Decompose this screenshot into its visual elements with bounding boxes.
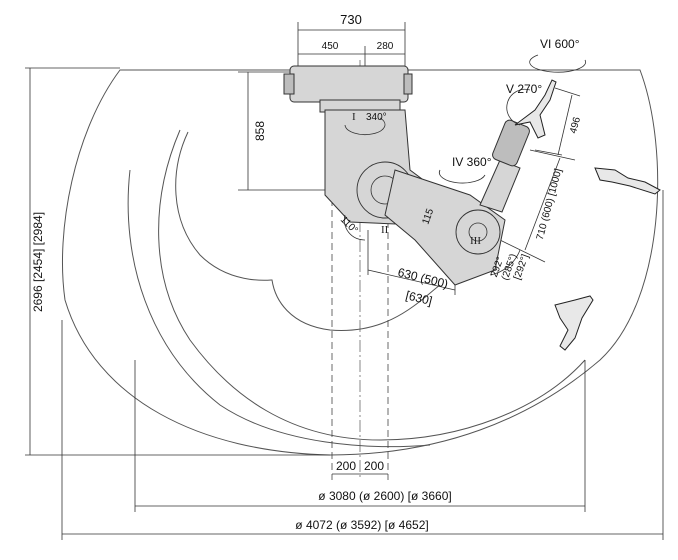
- base-cap-right: [403, 73, 413, 95]
- axis5-arc: [506, 88, 531, 126]
- forearm: [479, 159, 521, 213]
- inner-envelope: [158, 129, 586, 441]
- axis3-angle-label: 115: [420, 207, 436, 226]
- tool-offset-label: 496: [568, 115, 583, 134]
- inner-diameter-label: ø 3080 (ø 2600) [ø 3660]: [318, 489, 451, 503]
- axis4-label: IV 360°: [452, 155, 492, 169]
- vertical-offset-label: 858: [253, 121, 267, 141]
- elbow-hub: [468, 222, 488, 242]
- wrist-housing: [492, 119, 530, 167]
- top-width-label: 730: [340, 12, 362, 27]
- reach-height-label: 2696 [2454] [2984]: [31, 212, 45, 312]
- axis6-label: VI 600°: [540, 37, 580, 51]
- axis2-arc: [344, 214, 366, 241]
- center-right-label: 200: [364, 459, 384, 473]
- work-envelope: [62, 69, 659, 456]
- axis4-arc: [439, 169, 486, 184]
- axis2-label: II: [381, 224, 389, 236]
- center-left-label: 200: [336, 459, 356, 473]
- axis3-label: III: [470, 235, 481, 247]
- rotation-arcs: [344, 54, 586, 276]
- wrist-length-label: 710 (600) [1000]: [535, 167, 565, 241]
- end-effector: [514, 79, 557, 139]
- axis1-label: I: [352, 111, 356, 123]
- mid-envelope: [127, 169, 431, 448]
- axis1-angle-label: 340°: [366, 112, 387, 123]
- outer-diameter-label: ø 4072 (ø 3592) [ø 4652]: [295, 518, 428, 532]
- base-cap-left: [283, 73, 295, 95]
- tool-pose-low: [554, 295, 594, 351]
- axis1-arc: [344, 117, 386, 135]
- link-2: [384, 169, 506, 286]
- dimension-lines: [25, 22, 664, 540]
- outer-envelope: [62, 69, 659, 456]
- elbow-joint: [455, 209, 501, 255]
- arm-length-alt-label: [630]: [404, 288, 433, 308]
- top-left-label: 450: [322, 41, 339, 52]
- robot-body: [283, 65, 661, 351]
- tool-pose-right: [594, 167, 661, 195]
- inner-scallop: [175, 131, 441, 331]
- robot-base: [289, 65, 409, 103]
- axis5-label: V 270°: [506, 82, 542, 96]
- top-right-label: 280: [377, 41, 394, 52]
- axis6-arc: [529, 54, 586, 73]
- wrist-arc: [489, 249, 521, 276]
